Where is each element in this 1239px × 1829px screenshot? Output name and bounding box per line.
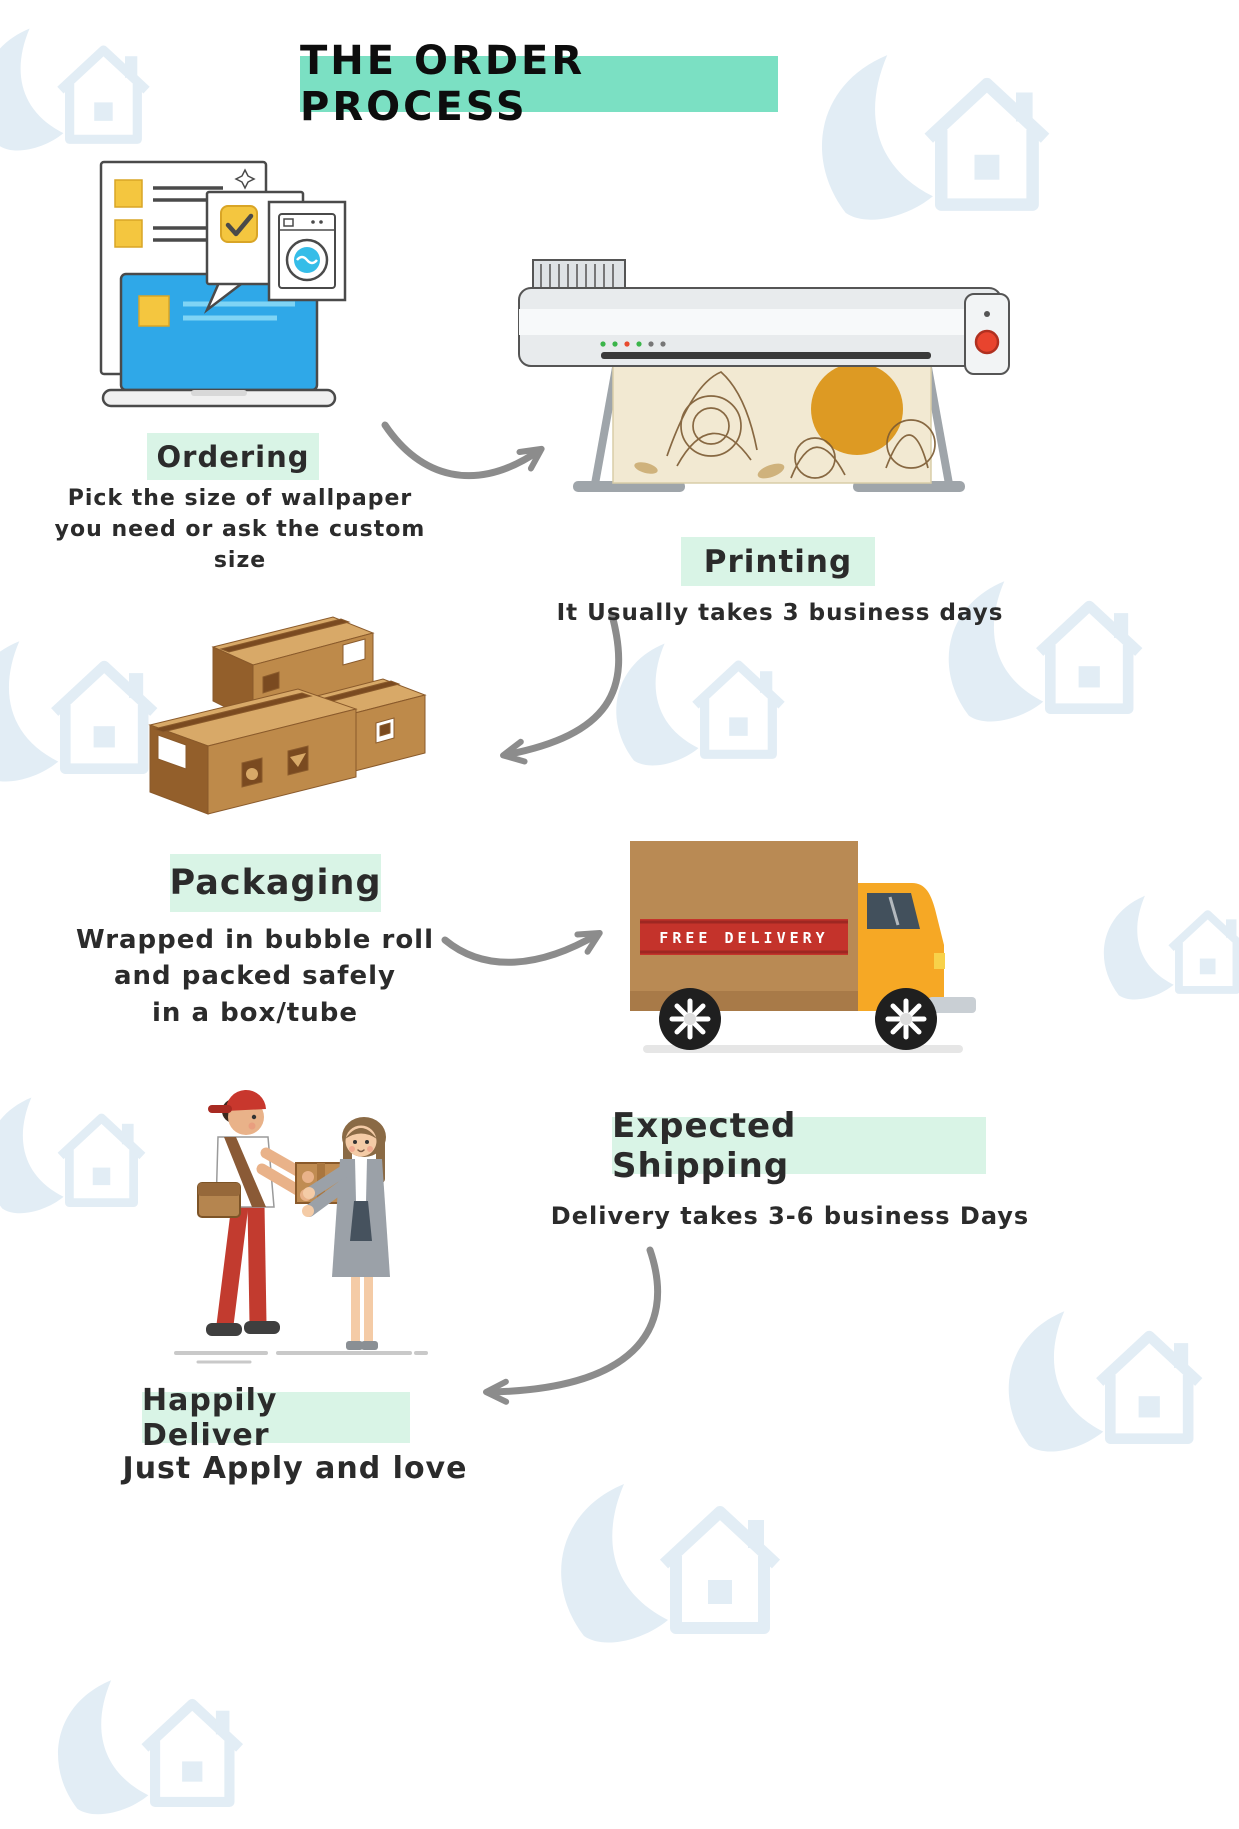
ground-line: [174, 1351, 428, 1364]
step-label-shipping: Expected Shipping: [612, 1106, 986, 1186]
page-title: THE ORDER PROCESS: [300, 38, 778, 130]
step-label-printing: Printing: [681, 537, 875, 586]
delivery-truck-illustration: FREE DELIVERY: [630, 841, 976, 1053]
truck-banner-text: FREE DELIVERY: [659, 929, 828, 947]
step-desc-shipping: Delivery takes 3-6 business Days: [550, 1202, 1030, 1230]
printer-power-button: [974, 329, 1000, 355]
checkbox-icon: [220, 205, 258, 243]
customer-woman: [302, 1117, 390, 1350]
printer-illustration: [518, 259, 1010, 492]
red-cap: [225, 1089, 266, 1111]
watermark-logo: [0, 1080, 160, 1226]
sticky-note-icon: [114, 219, 143, 248]
step-desc-printing: It Usually takes 3 business days: [556, 600, 1004, 626]
watermark-logo: [600, 625, 800, 779]
step-label-packaging: Packaging: [170, 854, 381, 912]
step-label-ordering: Ordering: [147, 433, 319, 480]
watermark-logo: [40, 1660, 260, 1829]
truck-bumper: [928, 997, 976, 1013]
step-label-deliver: Happily Deliver: [142, 1383, 410, 1453]
watermark-logo: [540, 1460, 800, 1660]
watermark-logo: [0, 10, 165, 164]
wallpaper-print: [612, 355, 936, 484]
truck-wheel: [875, 988, 937, 1050]
sticky-note-icon: [114, 179, 143, 208]
step-desc-ordering: Pick the size of wallpaper you need or a…: [54, 486, 426, 573]
step-desc-deliver: Just Apply and love: [122, 1451, 468, 1486]
watermark-logo: [1090, 880, 1239, 1011]
watermark-logo: [930, 560, 1160, 737]
free-delivery-banner: FREE DELIVERY: [640, 919, 848, 955]
printer-feeder: [532, 259, 626, 293]
ordering-illustration: [99, 160, 347, 408]
delivery-man: [197, 1089, 314, 1336]
arrow-shipping-to-deliver: [483, 1246, 662, 1405]
handover-illustration: [174, 1089, 428, 1364]
sparkle-icon: [234, 168, 256, 190]
arrow-packaging-to-shipping: [441, 929, 603, 966]
printer-slot: [601, 352, 931, 359]
step-desc-packaging: Wrapped in bubble roll and packed safely…: [75, 925, 435, 1028]
watermark-logo: [800, 30, 1070, 238]
truck-wheel: [659, 988, 721, 1050]
packaging-boxes-illustration: [148, 616, 427, 815]
watermark-logo: [990, 1290, 1220, 1467]
